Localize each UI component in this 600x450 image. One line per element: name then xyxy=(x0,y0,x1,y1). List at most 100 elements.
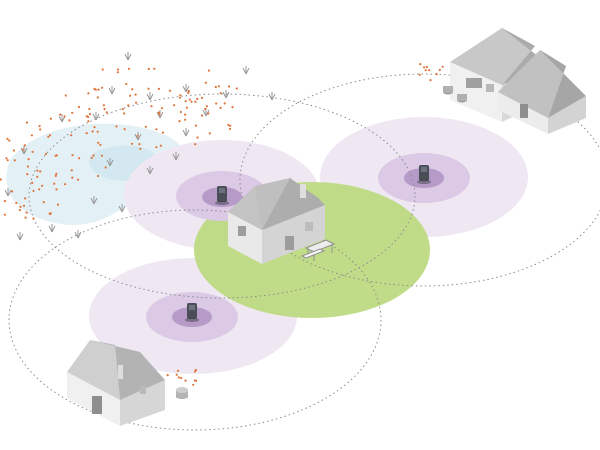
flower-icon xyxy=(32,189,35,192)
flower-icon xyxy=(39,128,42,131)
flower-icon xyxy=(130,142,134,145)
flower-icon xyxy=(91,130,94,133)
flower-icon xyxy=(116,68,120,71)
flower-icon xyxy=(229,124,232,127)
flower-icon xyxy=(54,154,57,157)
flower-icon xyxy=(96,130,99,133)
flower-icon xyxy=(193,370,197,373)
flower-icon xyxy=(147,87,150,90)
flower-icon xyxy=(48,212,52,215)
flower-icon xyxy=(187,89,190,93)
flower-icon xyxy=(100,154,103,157)
grass-icon xyxy=(146,92,154,101)
flower-icon xyxy=(155,128,158,131)
flower-icon xyxy=(184,118,187,121)
flower-icon xyxy=(3,200,6,203)
flower-icon xyxy=(25,211,28,214)
flower-icon xyxy=(64,183,67,186)
flower-icon xyxy=(168,89,172,92)
range-ring-lower-left xyxy=(8,209,382,431)
flower-icon xyxy=(173,104,176,107)
flower-icon xyxy=(157,87,160,90)
flower-icon xyxy=(176,369,180,372)
right-house[interactable] xyxy=(443,28,586,134)
flower-icon xyxy=(18,208,21,212)
flower-icon xyxy=(190,100,193,103)
flower-icon xyxy=(423,66,426,69)
flower-icon xyxy=(166,374,169,377)
flower-icon xyxy=(26,173,29,176)
house-icon xyxy=(450,28,586,134)
flower-icon xyxy=(138,143,141,146)
flower-icon xyxy=(99,143,102,146)
flower-icon xyxy=(97,141,100,144)
flower-icon xyxy=(39,170,42,173)
flower-icon xyxy=(196,136,199,139)
flower-icon xyxy=(27,158,30,161)
grass-icon xyxy=(172,152,180,161)
flower-icon xyxy=(71,176,74,179)
flower-icon xyxy=(96,96,99,99)
flower-icon xyxy=(194,124,197,127)
flower-icon xyxy=(185,106,188,109)
flower-icon xyxy=(26,165,29,168)
sensor-right[interactable] xyxy=(417,165,431,184)
flower-icon xyxy=(92,154,95,157)
house-icon xyxy=(67,340,165,426)
flower-icon xyxy=(179,110,182,114)
sensor-upper-left[interactable] xyxy=(215,186,229,205)
flower-icon xyxy=(12,149,15,152)
flower-icon xyxy=(93,87,96,90)
grass-icon xyxy=(4,188,12,197)
flower-icon xyxy=(159,144,162,147)
flower-icon xyxy=(71,111,74,114)
flower-icon xyxy=(193,379,196,382)
flower-icon xyxy=(96,174,100,178)
flower-icon xyxy=(38,124,41,128)
flower-icon xyxy=(93,126,96,129)
flower-icon xyxy=(63,115,66,118)
flower-icon xyxy=(68,119,71,122)
sensor-lower-left[interactable] xyxy=(185,303,199,322)
flower-icon xyxy=(101,68,104,71)
flower-icon xyxy=(428,69,431,72)
flower-icon xyxy=(184,113,187,116)
range-ring-right xyxy=(239,73,600,287)
left-house[interactable] xyxy=(67,340,188,426)
flower-icon xyxy=(160,107,164,110)
flower-icon xyxy=(235,87,238,90)
flower-icon xyxy=(54,174,57,177)
flower-icon xyxy=(438,68,441,72)
flower-icon xyxy=(127,104,130,107)
flower-icon xyxy=(87,92,90,95)
flower-icon xyxy=(31,181,34,184)
flower-icon xyxy=(32,217,35,220)
flower-icon xyxy=(207,69,210,72)
house-icon xyxy=(228,178,325,264)
flower-icon xyxy=(19,205,22,208)
flower-icon xyxy=(104,166,107,169)
flower-icon xyxy=(418,73,421,76)
sensor-device-icon xyxy=(215,186,229,205)
flower-icon xyxy=(64,94,67,97)
flower-icon xyxy=(22,204,26,207)
flower-icon xyxy=(31,150,34,153)
flower-icon xyxy=(125,82,128,86)
flower-icon xyxy=(147,67,150,71)
flower-icon xyxy=(123,112,126,115)
flower-icon xyxy=(136,134,139,137)
flower-icon xyxy=(85,132,88,135)
flower-icon xyxy=(55,188,58,191)
center-house[interactable] xyxy=(228,178,336,264)
flower-icon xyxy=(153,67,156,70)
flower-icon xyxy=(129,94,132,97)
flower-icon xyxy=(227,123,230,127)
flower-icon xyxy=(88,113,92,116)
flower-icon xyxy=(23,144,26,147)
flower-icon xyxy=(77,105,81,109)
flower-icon xyxy=(100,86,104,89)
flower-icon xyxy=(38,188,41,191)
flower-icon xyxy=(429,79,432,82)
